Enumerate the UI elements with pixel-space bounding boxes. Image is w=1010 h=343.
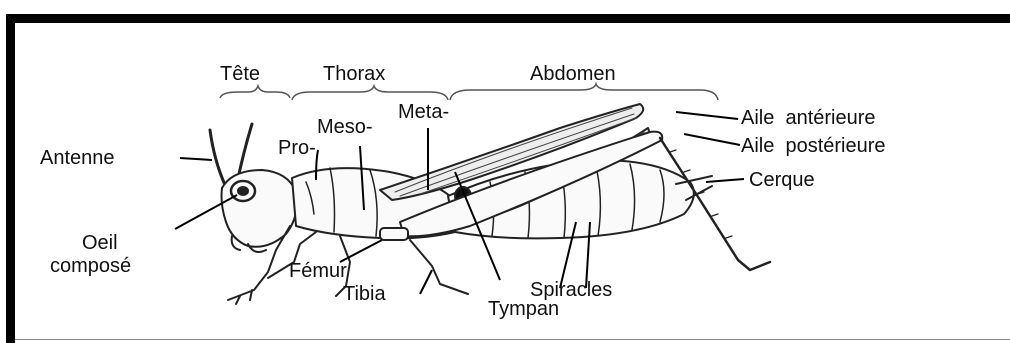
label-pro: Pro- xyxy=(278,137,316,159)
label-eye-line1: Oeil xyxy=(82,232,118,254)
section-brackets xyxy=(220,84,718,100)
femur-joint xyxy=(380,228,408,240)
label-spiracles: Spiracles xyxy=(530,279,612,301)
frame-left xyxy=(6,14,15,343)
label-cercus: Cerque xyxy=(749,169,815,191)
label-hindwing: Aile postérieure xyxy=(741,135,886,157)
label-tympan: Tympan xyxy=(488,298,559,320)
label-tibia: Tibia xyxy=(343,283,386,305)
antenna-left xyxy=(210,130,225,185)
label-forewing: Aile antérieure xyxy=(741,107,876,129)
label-antenna: Antenne xyxy=(40,147,115,169)
section-head: Tête xyxy=(220,63,260,85)
label-eye-line2: composé xyxy=(50,255,131,277)
label-femur: Fémur xyxy=(289,260,347,282)
frame-top xyxy=(6,14,1010,23)
section-thorax: Thorax xyxy=(323,63,385,85)
section-abdomen: Abdomen xyxy=(530,63,616,85)
lower-tibia xyxy=(410,240,468,294)
label-meso: Meso- xyxy=(317,116,373,138)
frame-bottom-line xyxy=(15,339,1010,340)
label-meta: Meta- xyxy=(398,101,449,123)
